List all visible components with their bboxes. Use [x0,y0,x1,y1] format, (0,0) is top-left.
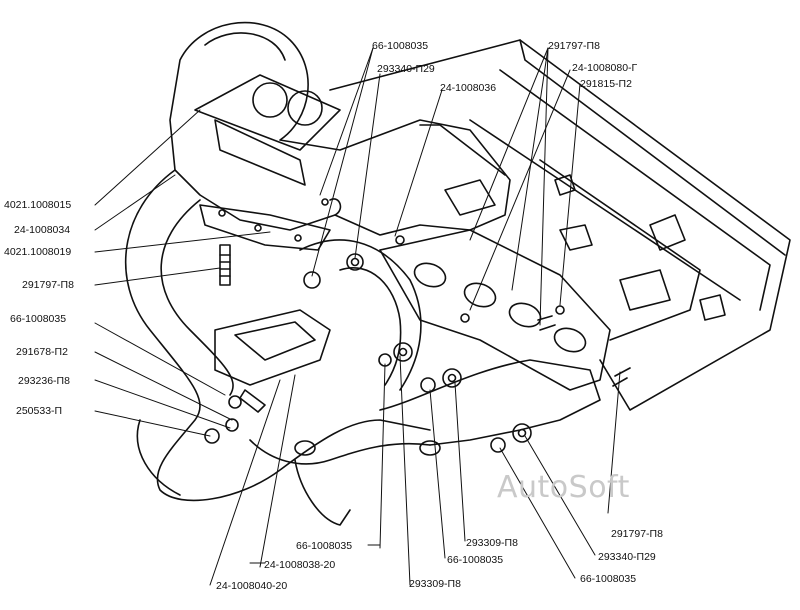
autosoft-watermark: AutoSoft [497,470,630,505]
label-4021-1008015: 4021.1008015 [4,199,72,211]
fasteners [204,198,631,453]
label-24-1008040-20: 24-1008040-20 [216,580,288,592]
label-24-1008036: 24-1008036 [440,82,497,94]
label-291797-p8-left: 291797-П8 [22,279,74,291]
exhaust-gasket [379,229,611,391]
label-24-1008038-20: 24-1008038-20 [264,559,336,571]
label-66-1008035-left: 66-1008035 [10,313,67,325]
exhaust-manifold [124,169,601,526]
label-291797-p8-right: 291797-П8 [611,528,663,540]
label-291797-p8-top: 291797-П8 [548,40,600,52]
label-293309-p8-bottom: 293309-П8 [409,578,461,590]
label-66-1008035-bottom-right: 66-1008035 [580,573,637,585]
label-293309-p8-right: 293309-П8 [466,537,518,549]
label-24-1008034: 24-1008034 [14,224,71,236]
label-4021-1008019: 4021.1008019 [4,246,72,258]
intake-manifold [169,21,511,236]
label-66-1008035-bottom-middle: 66-1008035 [447,554,504,566]
label-66-1008035-top: 66-1008035 [372,40,429,52]
leader-lines [94,47,621,586]
cylinder-head-outline [329,39,791,411]
label-293340-p29-bottom: 293340-П29 [598,551,656,563]
label-293236-p8: 293236-П8 [18,375,70,387]
left-gasket [199,204,331,251]
label-24-1008080-g: 24-1008080-Г [572,62,638,74]
label-293340-p29-top: 293340-П29 [377,63,435,75]
label-66-1008035-bottom-left: 66-1008035 [296,540,353,552]
label-291678-p2: 291678-П2 [16,346,68,358]
label-250533-p: 250533-П [16,405,63,417]
label-291815-p2: 291815-П2 [580,78,632,90]
